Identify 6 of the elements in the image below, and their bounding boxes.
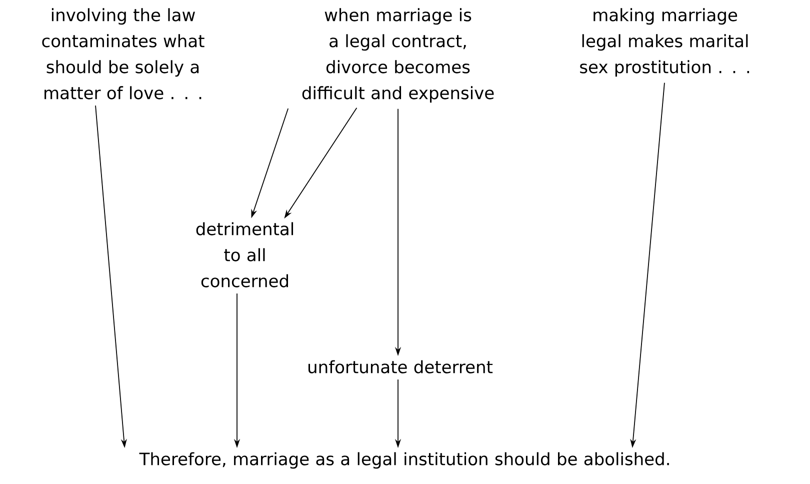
statement-text: making marriage legal makes marital sex prostitution . . . xyxy=(580,8,750,77)
statement-text: involving the law contaminates what should be solely a matter of love . . . xyxy=(42,8,204,100)
statement-text: unfortunate deterrent xyxy=(308,360,493,374)
statement-text: detrimental to all concerned xyxy=(196,222,294,288)
statement-text: when marriage is a legal contract, divorce becomes difficult and expensive xyxy=(302,8,494,103)
statement-text: Therefore, marriage as a legal institution should be abolished. xyxy=(139,452,669,469)
